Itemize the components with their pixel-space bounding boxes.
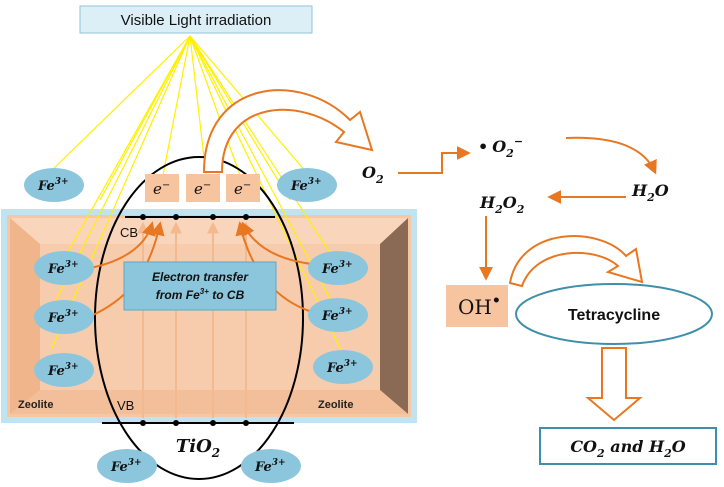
fe-ion-10 bbox=[241, 449, 301, 483]
fe-ion-label-5: Fe3+ bbox=[47, 309, 79, 326]
fe-ion-label-3: Fe3+ bbox=[47, 260, 79, 277]
electron-transfer-box bbox=[123, 261, 277, 311]
h2o-label: H2O bbox=[631, 181, 669, 204]
fe-ion-label-10: Fe3+ bbox=[254, 458, 286, 475]
tetracycline-ellipse bbox=[515, 283, 713, 345]
fe-ion-label-9: Fe3+ bbox=[110, 458, 142, 475]
fe-ion-label-7: Fe3+ bbox=[47, 362, 79, 379]
products-box bbox=[539, 427, 717, 465]
electron-to-o2-arrow bbox=[202, 89, 374, 173]
tio2-label: TiO2 bbox=[176, 436, 220, 460]
transfer-line-2: from Fe3+ to CB bbox=[156, 287, 245, 302]
oh-label: OH• bbox=[458, 293, 501, 319]
fe-ion-5 bbox=[34, 300, 94, 334]
cb-label: CB bbox=[120, 225, 138, 240]
fe-ion-label-4: Fe3+ bbox=[321, 260, 353, 277]
zeolite-label-right: Zeolite bbox=[318, 399, 353, 411]
fe-ion-label-2: Fe3+ bbox=[290, 177, 322, 194]
excitation-arrows bbox=[137, 221, 252, 418]
fe-ion-label-1: Fe3+ bbox=[37, 177, 69, 194]
oh-to-tetracycline-arrow bbox=[508, 235, 644, 288]
electron-label-2: e− bbox=[194, 180, 211, 198]
electron-label-1: e− bbox=[153, 180, 170, 198]
products-label: CO2 and H2O bbox=[570, 437, 685, 460]
o2-label: O2 bbox=[362, 163, 384, 186]
h2o2-label: H2O2 bbox=[479, 193, 525, 216]
zeolite-label-left: Zeolite bbox=[18, 399, 53, 411]
fe-ion-1 bbox=[24, 168, 84, 202]
fe-ion-4 bbox=[308, 251, 368, 285]
fe-ion-label-6: Fe3+ bbox=[321, 307, 353, 324]
fe-ion-label-8: Fe3+ bbox=[326, 359, 358, 376]
fe-ion-3 bbox=[34, 251, 94, 285]
tio2-particle bbox=[94, 156, 304, 480]
oh-box bbox=[446, 285, 508, 327]
tetracycline-label: Tetracycline bbox=[568, 307, 660, 324]
transfer-line-1: Electron transfer bbox=[152, 270, 249, 284]
degradation-arrow bbox=[585, 347, 643, 422]
fe-ions: Fe3+ Fe3+ Fe3+ Fe3+ Fe3+ Fe3+ Fe3+ Fe3+ Fe3+ Fe3+ bbox=[24, 168, 373, 483]
fe-ion-8 bbox=[313, 350, 373, 384]
fe-ion-9 bbox=[97, 449, 157, 483]
band-dots bbox=[140, 214, 249, 426]
electron-label-3: e− bbox=[234, 180, 251, 198]
fe-ion-7 bbox=[34, 353, 94, 387]
superoxide-label: •O2− bbox=[478, 135, 523, 160]
fe-ion-2 bbox=[277, 168, 337, 202]
o2-to-superoxide-arrow bbox=[398, 146, 471, 174]
superoxide-to-h2o-arrow bbox=[565, 136, 657, 175]
electron-boxes bbox=[145, 174, 260, 202]
title-box bbox=[79, 5, 313, 34]
title: Visible Light irradiation bbox=[121, 12, 272, 29]
fe-ion-6 bbox=[308, 298, 368, 332]
vb-label: VB bbox=[117, 398, 134, 413]
